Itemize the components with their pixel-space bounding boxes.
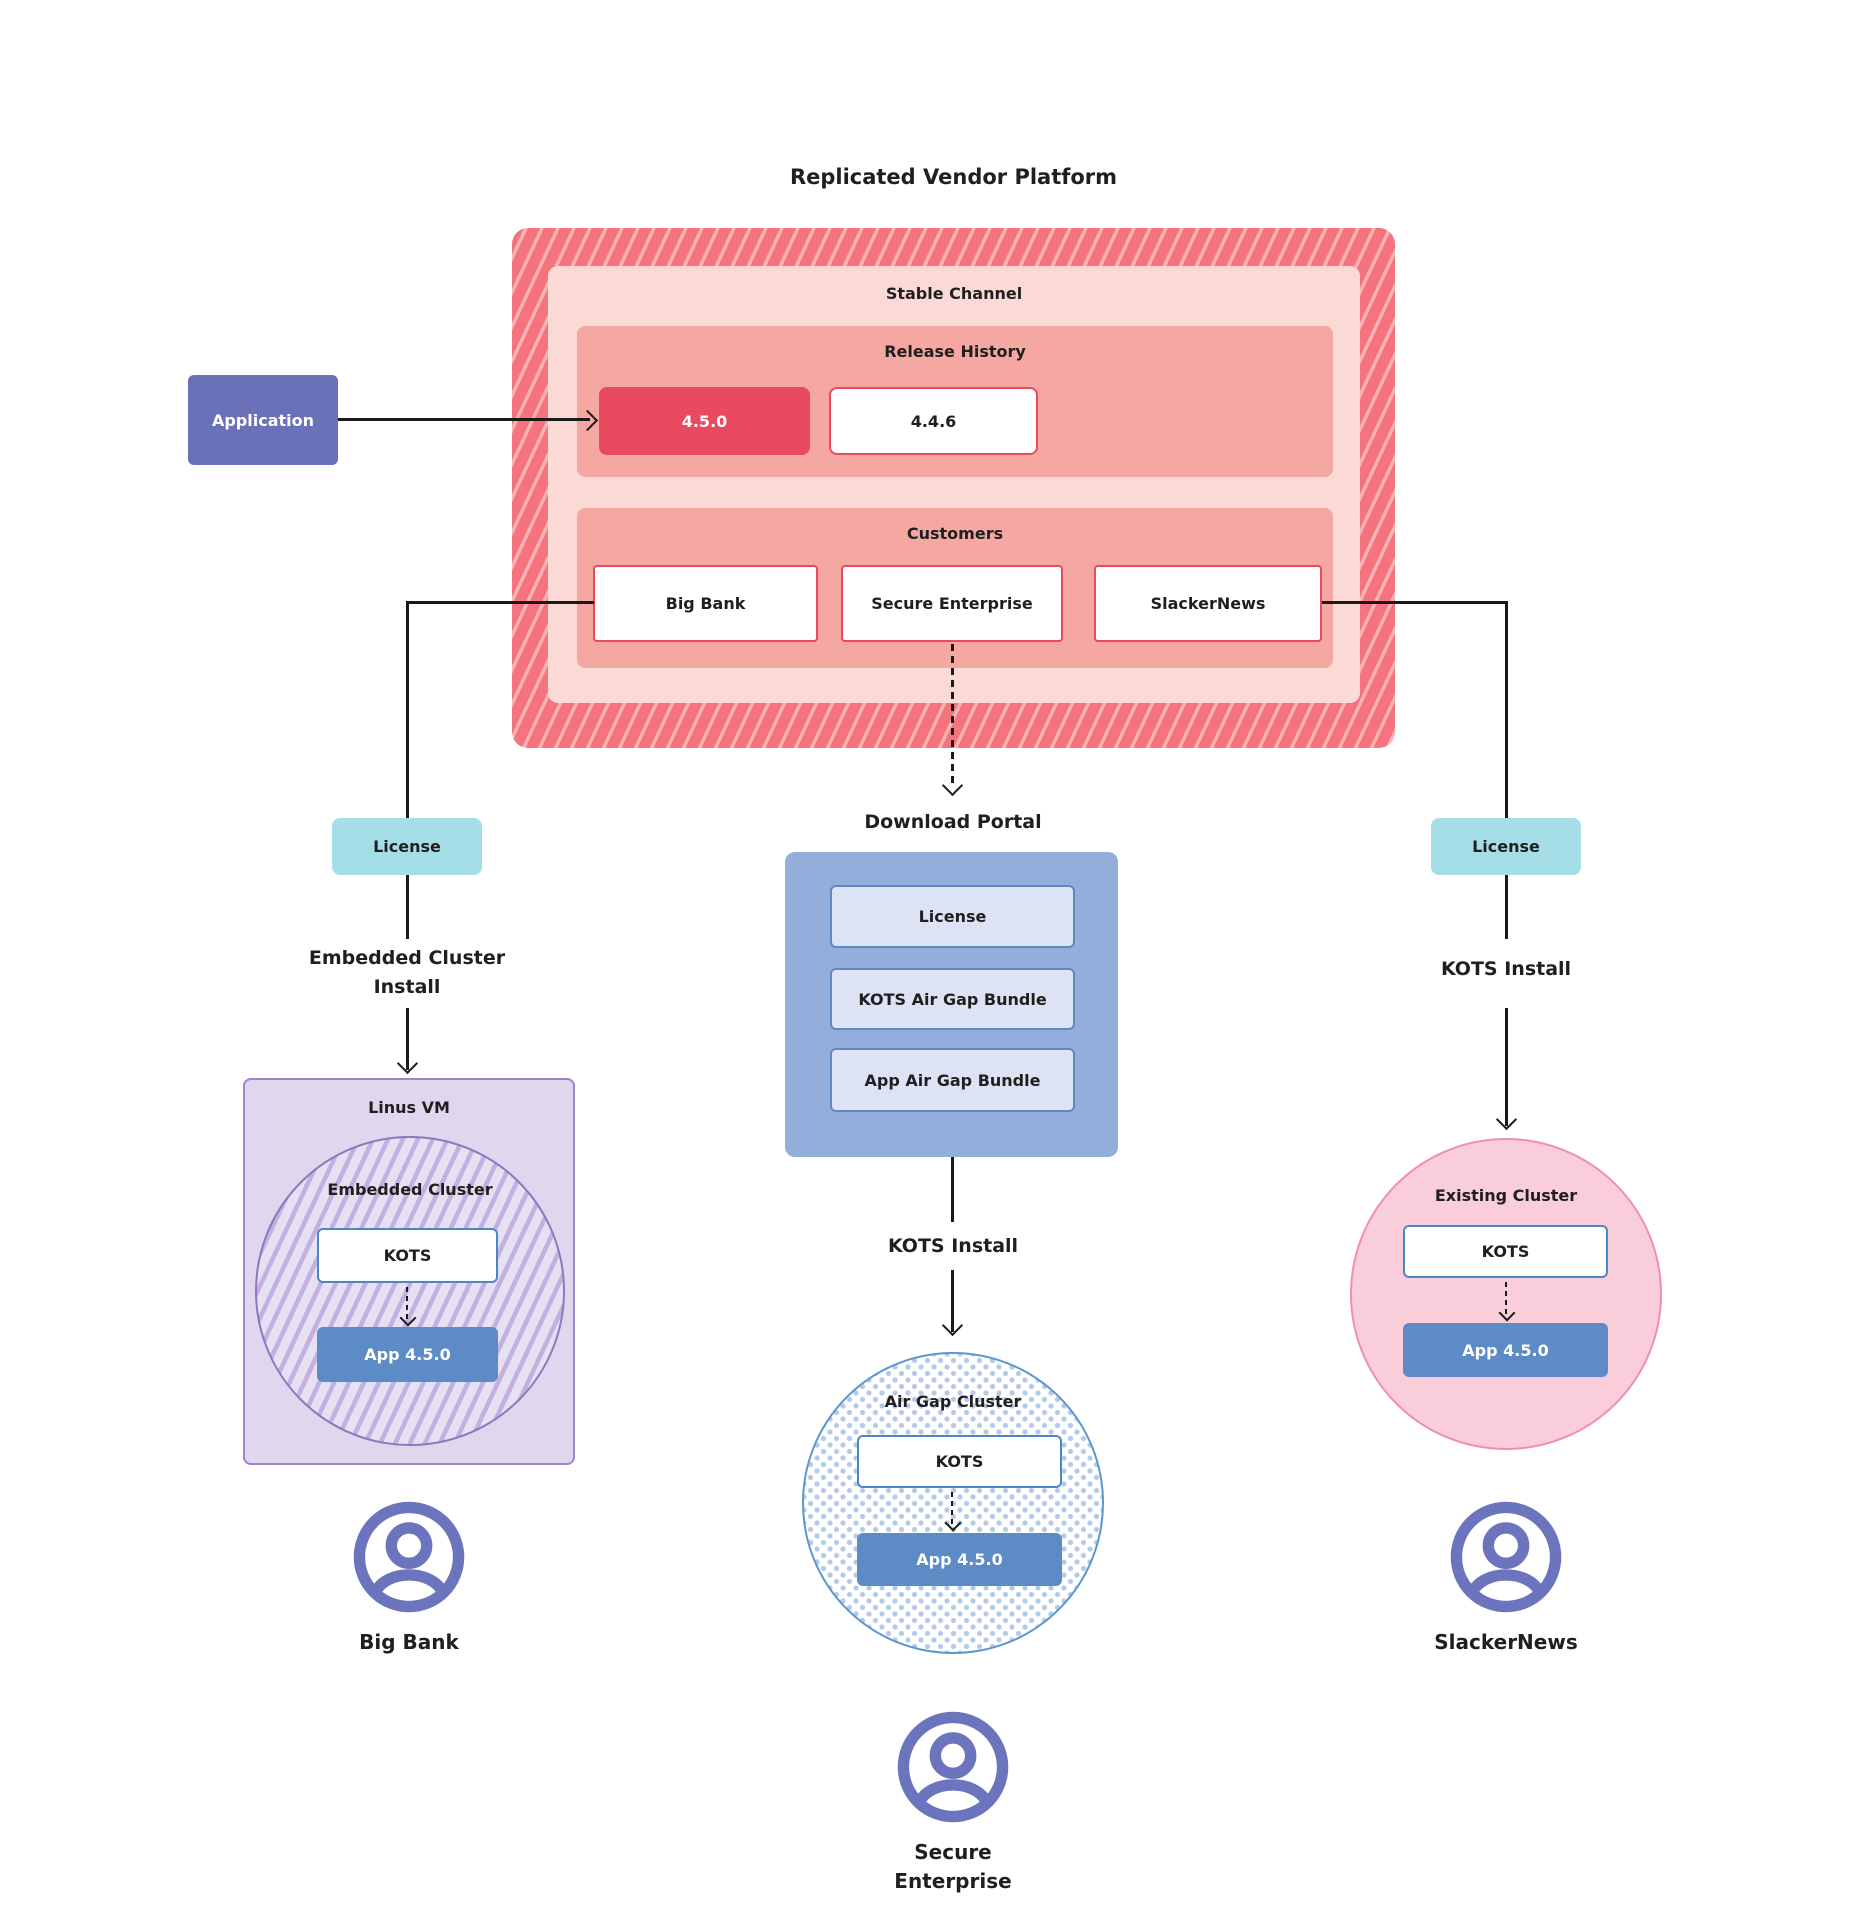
app-box-existing: App 4.5.0 — [1403, 1323, 1608, 1377]
kots-to-app-dashed-line — [406, 1287, 408, 1321]
center-flow-arrowhead-icon — [941, 1314, 964, 1337]
kots-box-airgap: KOTS — [857, 1435, 1062, 1488]
slackernews-user-icon — [1450, 1501, 1562, 1613]
diagram-title: Replicated Vendor Platform — [789, 165, 1118, 189]
big-bank-connector-line — [407, 601, 594, 604]
secure-enterprise-user-label: Secure Enterprise — [894, 1840, 1012, 1893]
customers-label: Customers — [906, 524, 1004, 543]
portal-item-kots-air-gap-bundle: KOTS Air Gap Bundle — [830, 968, 1075, 1030]
kots-to-app-dashed-line — [1505, 1282, 1507, 1316]
customer-big-bank: Big Bank — [593, 565, 818, 642]
embedded-cluster-install-label: Embedded Cluster Install — [308, 947, 506, 998]
right-flow-arrowhead-icon — [1495, 1108, 1518, 1131]
portal-out-line — [951, 1157, 954, 1222]
license-tag-left: License — [332, 818, 482, 875]
secure-enterprise-dashed-line — [951, 644, 954, 784]
left-flow-line — [406, 875, 409, 939]
embedded-cluster-label: Embedded Cluster — [327, 1180, 493, 1199]
left-flow-arrowhead-icon — [396, 1052, 419, 1075]
portal-arrowhead-icon — [941, 774, 964, 797]
right-flow-arrow-line — [1505, 1008, 1508, 1126]
kots-install-center-label: KOTS Install — [887, 1235, 1019, 1257]
linus-vm-label: Linus VM — [368, 1098, 450, 1117]
stable-channel-label: Stable Channel — [885, 284, 1023, 303]
center-flow-arrow-line — [951, 1270, 954, 1332]
embedded-cluster-circle — [255, 1136, 565, 1446]
app-box-embedded: App 4.5.0 — [317, 1327, 498, 1382]
big-bank-user-icon — [353, 1501, 465, 1613]
customer-slackernews: SlackerNews — [1094, 565, 1322, 642]
slackernews-connector-line — [1505, 601, 1508, 818]
air-gap-cluster-circle — [802, 1352, 1104, 1654]
kots-install-right-label: KOTS Install — [1440, 958, 1572, 980]
customer-secure-enterprise: Secure Enterprise — [841, 565, 1063, 642]
big-bank-user-label: Big Bank — [359, 1630, 459, 1654]
app-box-airgap: App 4.5.0 — [857, 1533, 1062, 1586]
slackernews-connector-line — [1322, 601, 1508, 604]
air-gap-cluster-label: Air Gap Cluster — [884, 1392, 1022, 1411]
kots-box-embedded: KOTS — [317, 1228, 498, 1283]
application-arrow-line — [338, 418, 590, 421]
portal-item-license: License — [830, 885, 1075, 948]
big-bank-connector-line — [406, 601, 409, 818]
right-flow-line — [1505, 875, 1508, 939]
slackernews-user-label: SlackerNews — [1434, 1630, 1578, 1654]
left-flow-arrow-line — [406, 1008, 409, 1070]
existing-cluster-circle — [1350, 1138, 1662, 1450]
portal-item-app-air-gap-bundle: App Air Gap Bundle — [830, 1048, 1075, 1112]
kots-to-app-dashed-line — [951, 1492, 953, 1526]
release-version-previous: 4.4.6 — [829, 387, 1038, 455]
release-version-current: 4.5.0 — [599, 387, 810, 455]
application-box: Application — [188, 375, 338, 465]
release-history-label: Release History — [884, 342, 1026, 361]
kots-box-existing: KOTS — [1403, 1225, 1608, 1278]
license-tag-right: License — [1431, 818, 1581, 875]
secure-enterprise-user-icon — [897, 1711, 1009, 1823]
existing-cluster-label: Existing Cluster — [1434, 1186, 1578, 1205]
download-portal-title: Download Portal — [864, 811, 1042, 833]
